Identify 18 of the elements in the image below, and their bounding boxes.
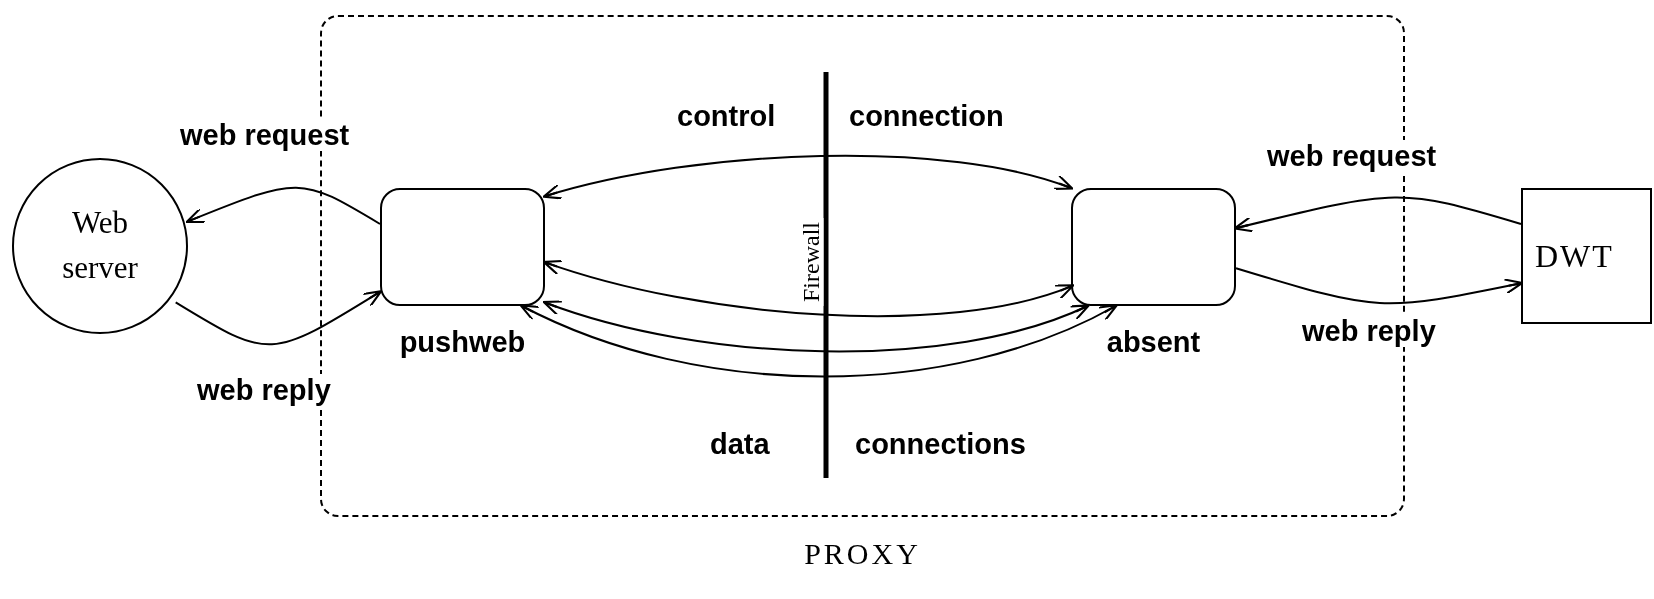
- arrow: [542, 155, 1074, 200]
- node-label: pushweb: [399, 328, 526, 357]
- arrow: [1235, 267, 1524, 305]
- arrow: [519, 304, 1118, 378]
- text-label: connections: [855, 428, 1026, 460]
- arrow: [542, 259, 1075, 318]
- text-label: data: [710, 428, 770, 460]
- arrow: [542, 299, 1090, 353]
- node-label: Web server: [61, 204, 139, 287]
- text-label: connection: [849, 100, 1004, 132]
- node-label: absent: [1106, 328, 1201, 357]
- arrow: [185, 186, 381, 225]
- proxy-title: PROXY: [804, 539, 921, 569]
- node-label: DWT: [1535, 237, 1614, 276]
- text-label: control: [677, 100, 776, 132]
- arrow: [174, 290, 383, 346]
- client-box: [1521, 188, 1652, 324]
- arrow: [1233, 196, 1522, 233]
